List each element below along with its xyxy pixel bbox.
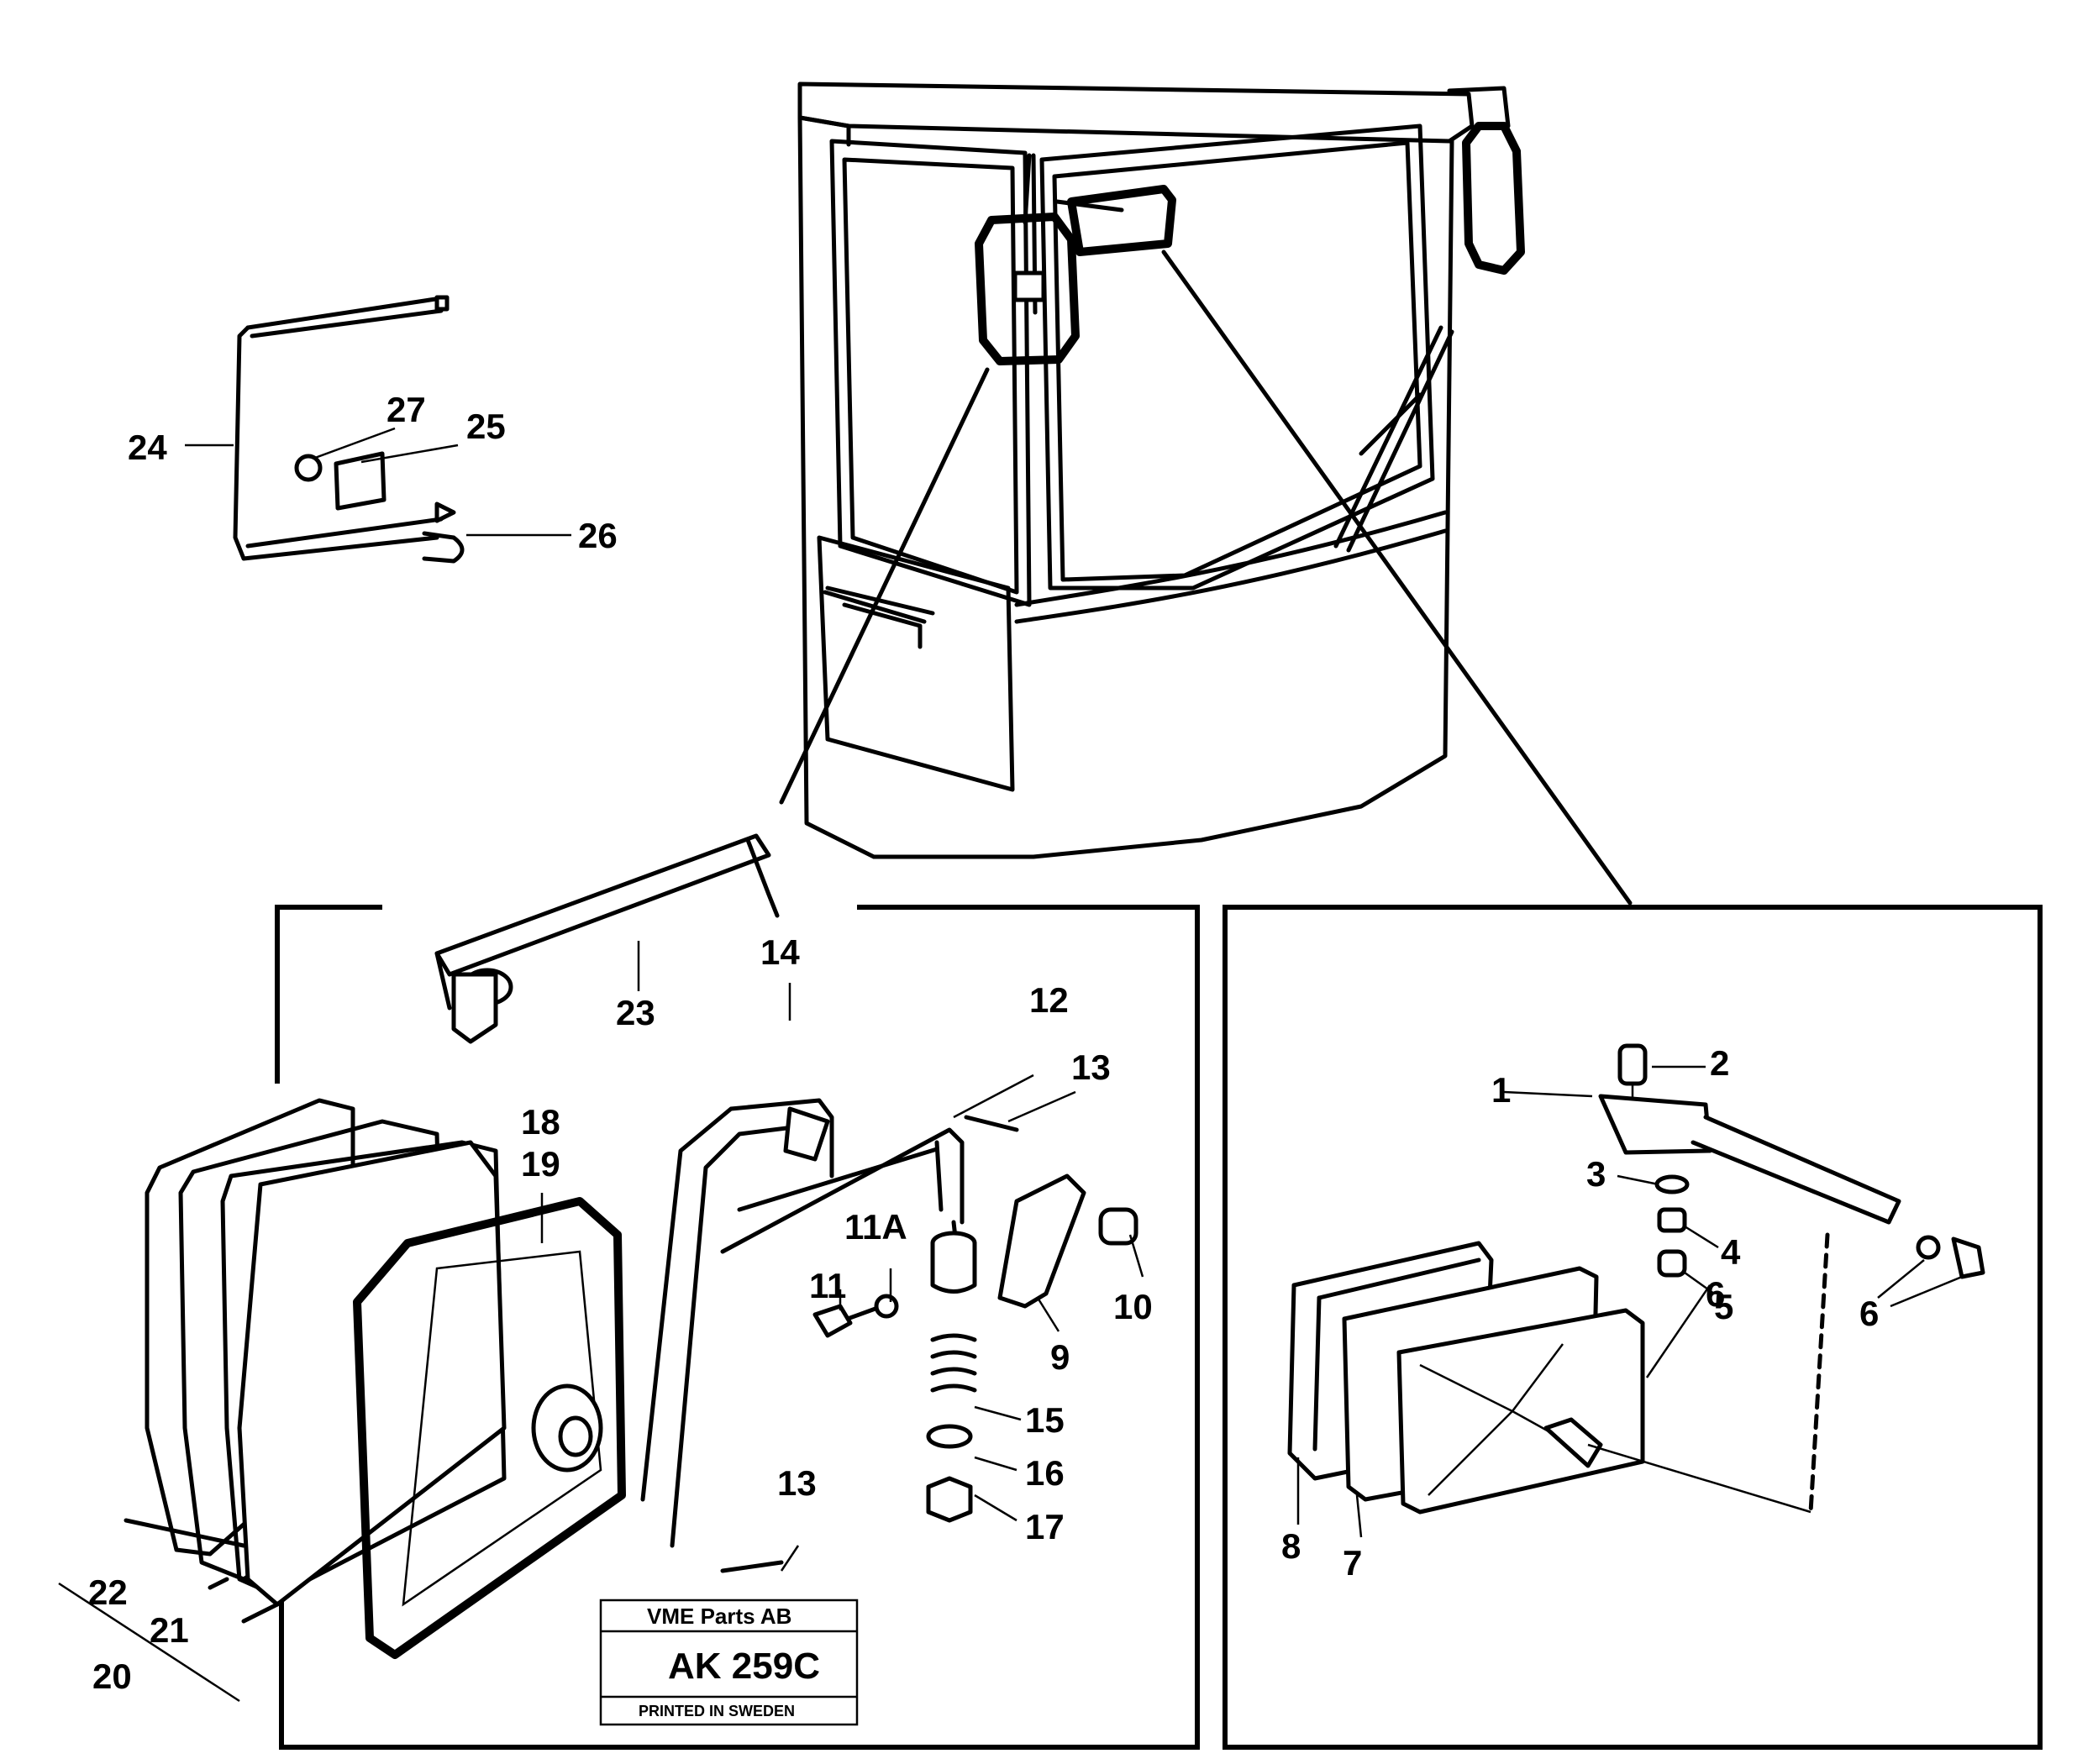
callout-leaders (58, 427, 1963, 1703)
flat-mirror-assembly (1287, 1043, 1985, 1515)
callout-23: 23 (616, 993, 655, 1032)
callout-labels: 24 27 25 26 23 14 12 13 18 19 11A 11 10 … (88, 390, 1879, 1696)
callout-12: 12 (1029, 980, 1069, 1020)
stamp-code: AK 259C (668, 1646, 820, 1687)
callout-25: 25 (466, 407, 506, 446)
callout-21: 21 (150, 1610, 189, 1650)
callout-13a: 13 (1071, 1047, 1111, 1087)
cab-illustration (797, 81, 1475, 859)
callout-4: 4 (1721, 1232, 1741, 1272)
callout-13b: 13 (777, 1463, 817, 1503)
callout-10: 10 (1113, 1287, 1153, 1326)
mount-hardware (720, 1115, 1138, 1573)
callout-20: 20 (92, 1656, 132, 1696)
left-detail-box (275, 905, 1200, 1750)
callout-3: 3 (1586, 1154, 1606, 1194)
callout-6: 6 (1706, 1274, 1725, 1314)
callout-14: 14 (760, 932, 800, 972)
callout-9: 9 (1050, 1337, 1070, 1377)
callout-18: 18 (521, 1102, 560, 1142)
callout-11A: 11A (844, 1207, 907, 1247)
callout-22: 22 (88, 1572, 128, 1612)
callout-15: 15 (1025, 1400, 1065, 1440)
callout-17: 17 (1025, 1507, 1065, 1546)
cab-mirror-front (1054, 185, 1176, 256)
cab-mirror-left (975, 153, 1080, 365)
mirror-head-stack (124, 1098, 626, 1659)
stamp-footer: PRINTED IN SWEDEN (639, 1703, 795, 1719)
callout-5: 5 (1714, 1287, 1733, 1326)
callout-6b: 6 (1859, 1294, 1879, 1333)
callout-2: 2 (1710, 1043, 1729, 1083)
bracket-assembly-24 (233, 295, 465, 564)
leader-front-mirror (1161, 249, 1633, 906)
callout-7: 7 (1343, 1543, 1362, 1583)
callout-11: 11 (809, 1266, 846, 1305)
right-detail-box (1223, 905, 2043, 1750)
mirror-frame-14 (640, 1098, 965, 1548)
stamp-company: VME Parts AB (647, 1604, 791, 1629)
parts-stamp: VME Parts AB AK 259C PRINTED IN SWEDEN (599, 1599, 859, 1726)
callout-8: 8 (1281, 1526, 1301, 1566)
leader-left-mirror (779, 367, 990, 805)
callout-27: 27 (386, 390, 426, 429)
mirror-arm-23 (434, 833, 780, 1044)
callout-16: 16 (1025, 1453, 1065, 1493)
callout-19: 19 (521, 1144, 560, 1184)
cab-mirror-right (1447, 86, 1525, 275)
callout-1: 1 (1491, 1070, 1511, 1110)
callout-26: 26 (578, 516, 618, 555)
callout-24: 24 (128, 428, 167, 467)
